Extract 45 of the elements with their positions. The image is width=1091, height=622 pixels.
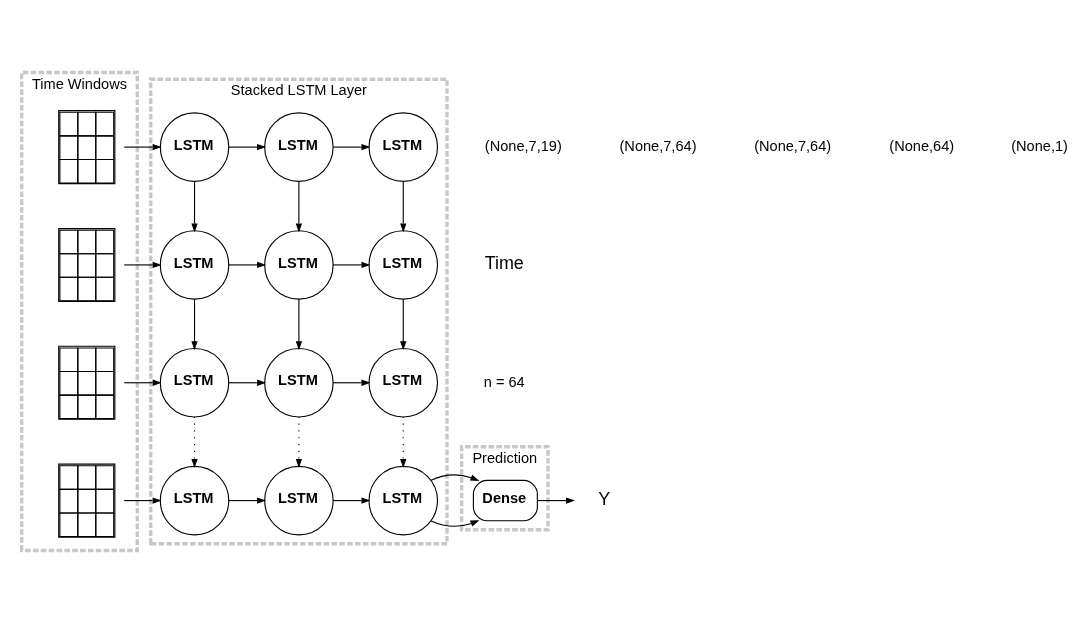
arrow xyxy=(228,496,267,504)
arrow xyxy=(191,180,198,232)
node-circle: LSTM xyxy=(368,347,439,418)
node-circle: LSTM xyxy=(264,229,334,300)
label: Time xyxy=(484,252,524,273)
arrow xyxy=(123,143,162,150)
arrow xyxy=(295,415,303,468)
arrow xyxy=(400,298,407,350)
node-text: Y xyxy=(598,488,611,509)
arrow xyxy=(123,261,162,268)
arrow xyxy=(332,496,371,504)
label: (None,7,64) xyxy=(619,137,697,154)
arrow xyxy=(123,379,162,386)
label: (None,7,64) xyxy=(754,137,832,154)
label: (None,7,19) xyxy=(484,137,562,154)
node-circle: LSTM xyxy=(368,111,439,182)
node-circle: LSTM xyxy=(264,347,334,418)
arrow xyxy=(430,473,480,527)
arrow xyxy=(123,496,162,504)
arrow xyxy=(400,180,407,232)
arrow xyxy=(332,261,371,268)
arrow xyxy=(332,143,371,150)
arrow xyxy=(536,496,576,504)
arrow xyxy=(295,298,303,350)
arrow xyxy=(332,379,371,386)
arrow xyxy=(228,379,267,386)
node-box: Dense xyxy=(472,479,538,521)
node-circle: LSTM xyxy=(264,465,334,535)
arrow xyxy=(191,298,198,350)
label: (None,64) xyxy=(889,137,955,154)
arrow xyxy=(228,261,267,268)
node-circle: LSTM xyxy=(159,111,230,182)
node-circle: LSTM xyxy=(368,465,439,535)
node-circle: LSTM xyxy=(159,465,230,535)
arrow xyxy=(228,143,267,150)
label: n = 64 xyxy=(483,373,525,390)
node-circle: LSTM xyxy=(368,229,439,300)
arrow xyxy=(400,415,407,468)
arrow xyxy=(191,415,198,468)
node-circle: LSTM xyxy=(159,347,230,418)
node-circle: LSTM xyxy=(159,229,230,300)
node-circle: LSTM xyxy=(264,111,334,182)
label: (None,1) xyxy=(1011,137,1068,154)
cluster: Time Windows xyxy=(20,70,139,552)
arrow xyxy=(295,180,303,232)
